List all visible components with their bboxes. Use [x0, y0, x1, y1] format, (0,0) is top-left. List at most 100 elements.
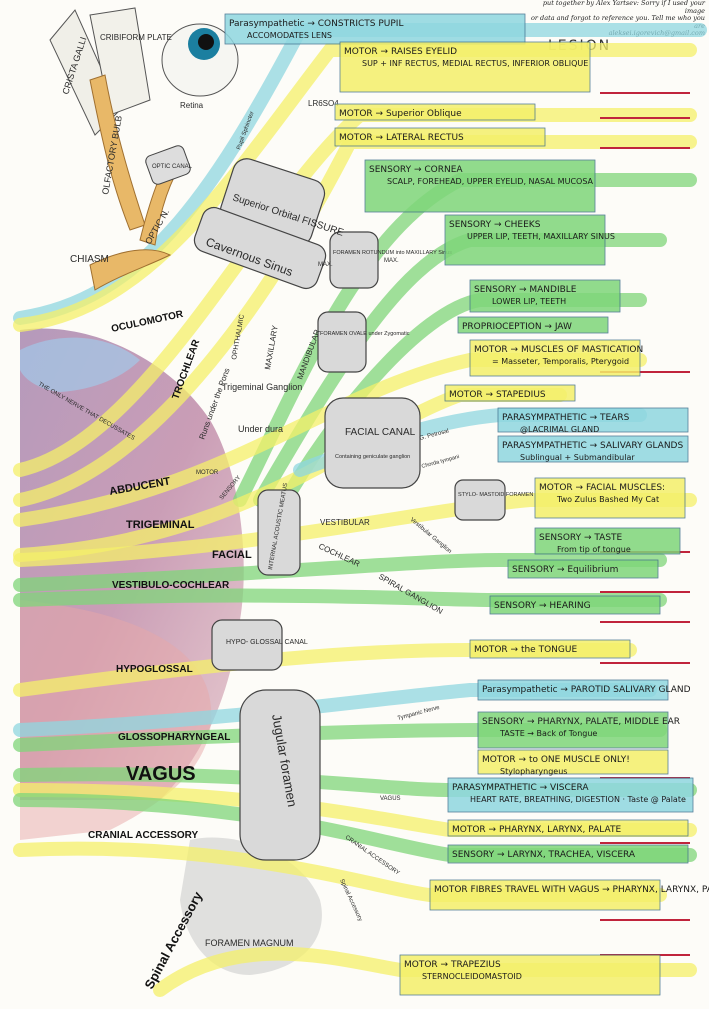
- function-box: Parasympathetic → CONSTRICTS PUPILACCOMO…: [224, 13, 526, 45]
- function-text: SENSORY → CHEEKS: [449, 220, 541, 230]
- function-box: SENSORY → Equilibrium: [507, 559, 659, 579]
- facial-canal-label: FACIAL CANAL: [345, 427, 416, 438]
- function-text: SENSORY → LARYNX, TRACHEA, VISCERA: [452, 850, 636, 860]
- lr6so4-label: LR6SO4: [308, 99, 339, 108]
- function-text: MOTOR → LATERAL RECTUS: [339, 133, 464, 143]
- function-detail: = Masseter, Temporalis, Pterygoid: [492, 357, 629, 366]
- function-text: SENSORY → Equilibrium: [512, 565, 618, 575]
- function-box-bg: [489, 595, 661, 615]
- function-box: Parasympathetic → PAROTID SALIVARY GLAND: [477, 679, 691, 701]
- function-text: SENSORY → CORNEA: [369, 165, 463, 175]
- function-box: SENSORY → PHARYNX, PALATE, MIDDLE EAR TAS…: [477, 711, 680, 749]
- function-text: Parasympathetic → CONSTRICTS PUPIL: [229, 19, 403, 29]
- function-box-bg: [507, 559, 659, 579]
- nerve-trigeminal: TRIGEMINAL: [126, 519, 195, 531]
- function-detail: TASTE → Back of Tongue: [499, 729, 597, 738]
- vestibular-label: VESTIBULAR: [320, 518, 370, 527]
- function-box-bg: [447, 819, 689, 837]
- nerve-fiber-band: [13, 23, 707, 325]
- function-text: MOTOR → the TONGUE: [474, 645, 577, 655]
- vestibular-ganglion-label: Vestibular Ganglion: [409, 517, 453, 555]
- function-text: MOTOR FIBRES TRAVEL WITH VAGUS → PHARYNX…: [434, 885, 709, 895]
- maxillary-label: MAXILLARY: [263, 324, 280, 370]
- function-text: PROPRIOCEPTION → JAW: [462, 322, 572, 332]
- function-text: SENSORY → PHARYNX, PALATE, MIDDLE EAR: [482, 717, 680, 727]
- function-text: PARASYMPATHETIC → VISCERA: [452, 783, 589, 793]
- nerve-fiber-band: [13, 135, 697, 507]
- function-detail: LOWER LIP, TEETH: [492, 297, 566, 306]
- function-box: MOTOR → STAPEDIUS: [444, 384, 576, 402]
- function-text: MOTOR → TRAPEZIUS: [404, 960, 501, 970]
- foramen-magnum-label: FORAMEN MAGNUM: [205, 938, 294, 948]
- nerve-fiber-band: [13, 388, 567, 562]
- stylomastoid-label: STYLO- MASTOID FORAMEN: [458, 492, 533, 498]
- function-text: PARASYMPATHETIC → SALIVARY GLANDS: [502, 441, 683, 451]
- function-box-bg: [497, 407, 689, 433]
- function-box: MOTOR → Superior Oblique: [334, 103, 536, 121]
- nerve-fiber-band: [13, 353, 647, 527]
- function-box: MOTOR → LATERAL RECTUS: [334, 127, 546, 147]
- function-text: Parasympathetic → PAROTID SALIVARY GLAND: [482, 685, 691, 695]
- function-box-bg: [477, 711, 669, 749]
- chorda-tympani-label: Chorda tympani: [421, 454, 460, 470]
- tympanic-nerve-label: Tympanic Nerve: [397, 705, 441, 722]
- function-detail: From tip of tongue: [557, 545, 631, 554]
- function-text: SENSORY → HEARING: [494, 601, 591, 611]
- nerve-facial: FACIAL: [212, 549, 252, 561]
- nerve-fiber-band: [153, 946, 697, 997]
- function-box: MOTOR → TRAPEZIUS STERNOCLEIDOMASTOID: [399, 954, 661, 996]
- function-text: SENSORY → MANDIBLE: [474, 285, 577, 295]
- function-box-bg: [224, 13, 526, 45]
- function-box-bg: [447, 844, 689, 864]
- nerve-fiber-band: [13, 841, 667, 902]
- function-box-bg: [477, 749, 669, 775]
- function-text: MOTOR → FACIAL MUSCLES:: [539, 483, 665, 493]
- function-detail: STERNOCLEIDOMASTOID: [422, 972, 522, 981]
- function-box-bg: [469, 339, 641, 377]
- function-box-bg: [469, 279, 621, 313]
- optic-canal-label: OPTIC CANAL: [152, 164, 193, 170]
- chiasm-label: CHIASM: [70, 254, 109, 265]
- function-box: PARASYMPATHETIC → TEARS@LACRIMAL GLAND: [497, 407, 689, 434]
- nerve-vestibulo-cochlear: VESTIBULO-COCHLEAR: [112, 580, 230, 591]
- function-box: MOTOR → to ONE MUSCLE ONLY!Stylopharynge…: [477, 749, 669, 776]
- function-box-bg: [497, 435, 689, 463]
- trigeminal-ganglion-label: Trigeminal Ganglion: [222, 382, 302, 392]
- function-box-bg: [444, 214, 606, 266]
- function-text: MOTOR → RAISES EYELID: [344, 47, 457, 57]
- function-boxes: Parasympathetic → CONSTRICTS PUPILACCOMO…: [224, 13, 709, 996]
- function-box-bg: [447, 777, 694, 813]
- function-text: MOTOR → PHARYNX, LARYNX, PALATE: [452, 825, 621, 835]
- function-box: MOTOR → MUSCLES OF MASTICATION = Masseter…: [469, 339, 643, 377]
- function-box: MOTOR FIBRES TRAVEL WITH VAGUS → PHARYNX…: [429, 879, 709, 911]
- function-detail: Sublingual + Submandibular: [520, 453, 635, 462]
- function-box: MOTOR → FACIAL MUSCLES:Two Zulus Bashed …: [534, 477, 686, 519]
- max-label-1: MAX.: [318, 262, 333, 268]
- vagus-small-label: VAGUS: [380, 796, 401, 802]
- cribriform-plate-label: CRIBIFORM PLATE: [100, 33, 172, 42]
- nerve-fiber-band: [13, 43, 697, 332]
- function-box: PARASYMPATHETIC → SALIVARY GLANDS Subling…: [497, 435, 689, 463]
- function-box: SENSORY → TASTE From tip of tongue: [534, 527, 681, 555]
- function-box-bg: [457, 316, 609, 334]
- function-text: PARASYMPATHETIC → TEARS: [502, 413, 630, 423]
- function-box-bg: [444, 384, 576, 402]
- function-box-bg: [534, 527, 681, 555]
- function-detail: Stylopharyngeus: [500, 767, 567, 776]
- foramina-tubes: [193, 158, 506, 861]
- nerve-oculomotor: OCULOMOTOR: [110, 309, 185, 335]
- nerve-fiber-band: [13, 643, 637, 697]
- function-text: SENSORY → TASTE: [539, 533, 623, 543]
- function-text: MOTOR → MUSCLES OF MASTICATION: [474, 345, 643, 355]
- retina-label: Retina: [180, 101, 204, 110]
- function-box: PROPRIOCEPTION → JAW: [457, 316, 609, 334]
- under-dura-label: Under dura: [238, 424, 283, 434]
- nerve-vagus: VAGUS: [126, 763, 196, 785]
- function-box: SENSORY → HEARING: [489, 595, 661, 615]
- motor-small-label: MOTOR: [196, 470, 219, 476]
